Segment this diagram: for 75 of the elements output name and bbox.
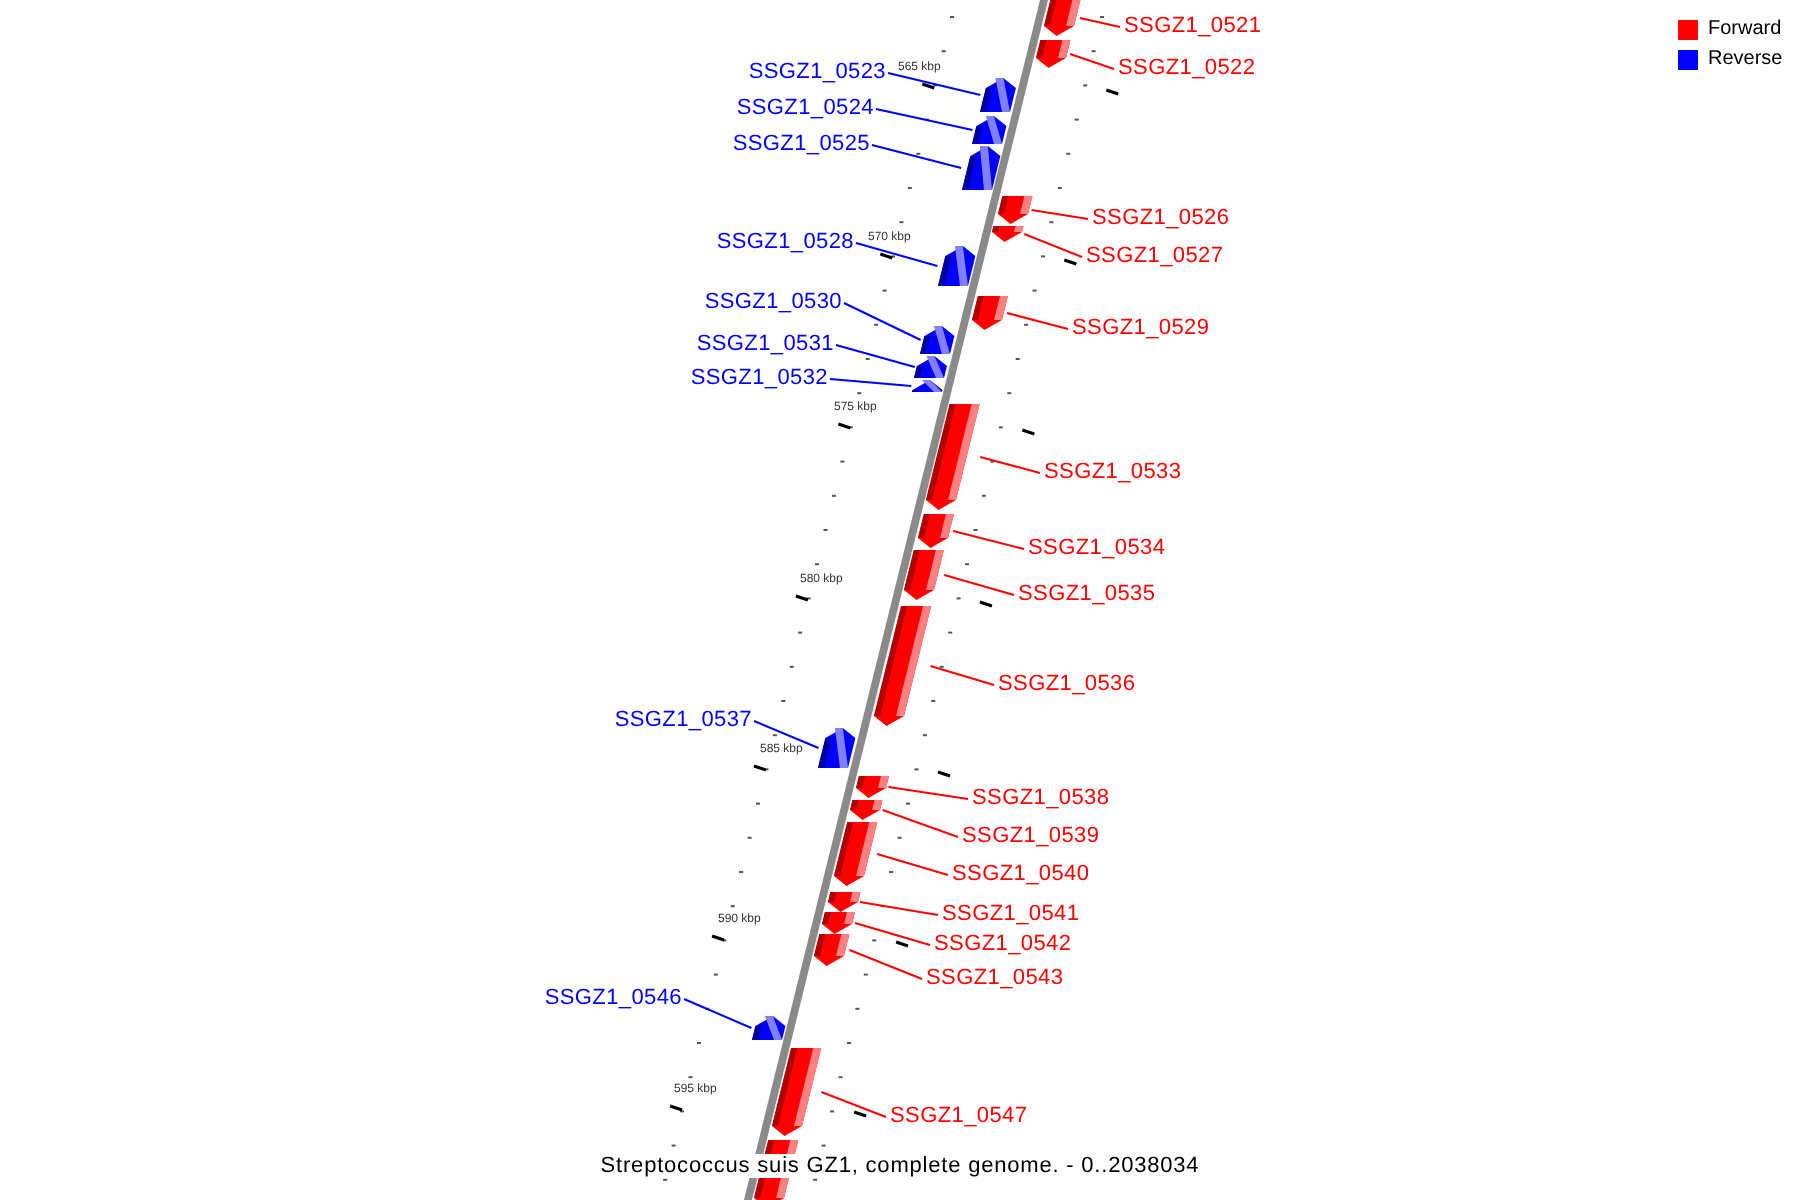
gene-label: SSGZ1_0527 <box>1086 244 1224 270</box>
gene-label: SSGZ1_0532 <box>690 366 828 392</box>
leader-line <box>843 302 922 341</box>
gene-label: SSGZ1_0522 <box>1118 56 1256 82</box>
leader-line <box>979 456 1041 474</box>
forward-gene-block <box>997 196 1032 224</box>
forward-gene-block <box>772 1048 822 1136</box>
leader-line <box>871 144 963 169</box>
forward-gene-block <box>1035 40 1071 68</box>
forward-gene-block <box>926 404 981 510</box>
gene-label: SSGZ1_0534 <box>1028 536 1166 562</box>
leader-line <box>1005 312 1069 330</box>
reverse-gene-block <box>818 728 856 768</box>
legend-label: Forward <box>1708 18 1782 42</box>
gene-label: SSGZ1_0542 <box>934 932 1072 958</box>
gene-label: SSGZ1_0533 <box>1044 460 1182 486</box>
leader-line <box>1030 209 1089 220</box>
gene-label: SSGZ1_0530 <box>704 290 842 316</box>
leader-line <box>887 72 982 96</box>
reverse-gene-block <box>751 1016 785 1040</box>
gene-label: SSGZ1_0537 <box>614 708 752 734</box>
gene-label: SSGZ1_0526 <box>1092 206 1230 232</box>
gene-label: SSGZ1_0531 <box>696 332 834 358</box>
forward-gene-block <box>971 296 1007 330</box>
leader-line <box>853 922 931 946</box>
leader-line <box>875 108 974 131</box>
gene-label: SSGZ1_0528 <box>716 230 854 256</box>
leader-line <box>1069 53 1115 70</box>
leader-line <box>929 665 995 686</box>
gene-label: SSGZ1_0524 <box>736 96 874 122</box>
leader-line <box>952 530 1025 550</box>
reverse-gene-block <box>972 116 1007 144</box>
gene-label: SSGZ1_0547 <box>890 1104 1028 1130</box>
forward-gene-block <box>814 934 850 966</box>
gene-label: SSGZ1_0538 <box>972 786 1110 812</box>
leader-line <box>881 809 959 838</box>
reverse-gene-block <box>911 380 942 392</box>
gene-label: SSGZ1_0540 <box>952 862 1090 888</box>
leader-line <box>835 344 916 368</box>
reverse-gene-block <box>980 78 1017 112</box>
leader-line <box>753 720 820 749</box>
leader-line <box>858 901 939 916</box>
gene-label: SSGZ1_0546 <box>544 986 682 1012</box>
gene-label: SSGZ1_0543 <box>926 966 1064 992</box>
forward-gene-block <box>1043 0 1080 36</box>
gene-label: SSGZ1_0541 <box>942 902 1080 928</box>
leader-line <box>855 242 939 267</box>
gene-label: SSGZ1_0525 <box>732 132 870 158</box>
leader-line <box>829 378 913 387</box>
forward-gene-block <box>917 514 954 548</box>
leader-line <box>1023 233 1083 258</box>
forward-gene-block <box>822 912 855 934</box>
leader-line <box>820 1091 887 1118</box>
reverse-gene-block <box>920 326 956 354</box>
legend-label: Reverse <box>1708 48 1783 72</box>
caption: Streptococcus suis GZ1, complete genome. - 0..2038034 <box>600 1154 1200 1178</box>
forward-gene-block <box>850 800 883 820</box>
leader-line <box>848 949 923 980</box>
leader-line <box>683 998 753 1029</box>
gene-label: SSGZ1_0536 <box>998 672 1136 698</box>
gene-label: SSGZ1_0535 <box>1018 582 1156 608</box>
forward-gene-block <box>992 226 1025 242</box>
forward-gene-block <box>855 776 889 798</box>
gene-label: SSGZ1_0521 <box>1124 14 1262 40</box>
gene-label: SSGZ1_0529 <box>1072 316 1210 342</box>
leader-line <box>1078 17 1121 28</box>
reverse-gene-block <box>961 146 1000 190</box>
forward-gene-block <box>827 892 860 912</box>
gene-label: SSGZ1_0539 <box>962 824 1100 850</box>
leader-line <box>887 786 969 800</box>
gene-label: SSGZ1_0523 <box>748 60 886 86</box>
leader-line <box>876 853 949 876</box>
forward-gene-block <box>904 550 945 600</box>
forward-gene-block <box>873 606 931 726</box>
reverse-gene-block <box>937 246 975 286</box>
